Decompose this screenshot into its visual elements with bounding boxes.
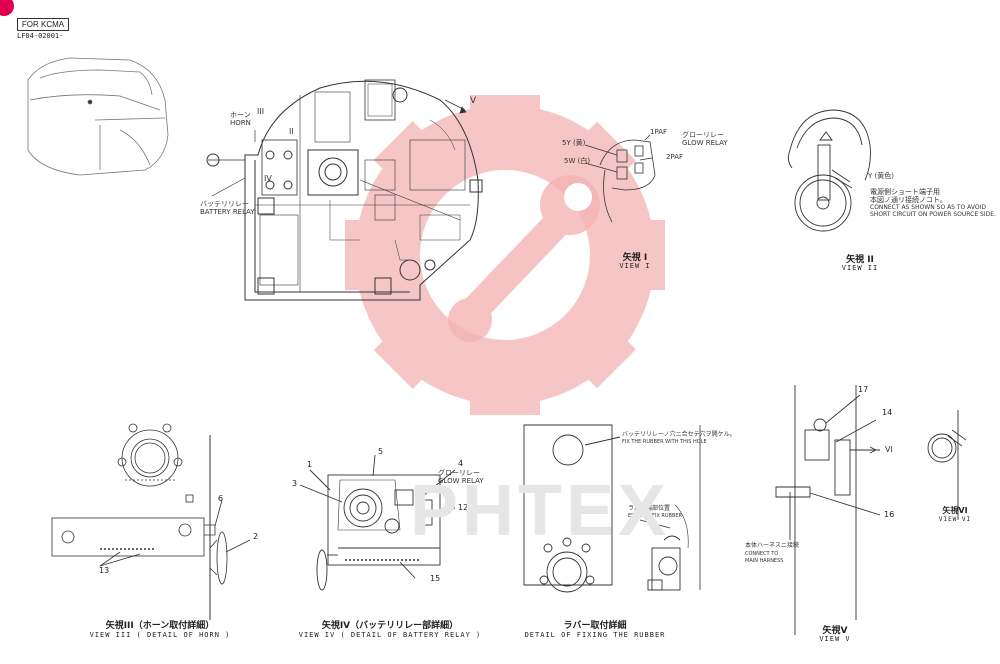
view5-arrow-vi: VI xyxy=(885,445,893,454)
rubber-caption-jp: ラバー取付詳細 xyxy=(563,621,627,631)
view3-caption-en: VIEW III ( DETAIL OF HORN ) xyxy=(89,631,231,639)
rubber-caption-en: DETAIL OF FIXING THE RUBBER xyxy=(524,631,666,639)
view1-caption-jp: 矢視 I xyxy=(622,253,648,263)
horn-label-jp: ホーン xyxy=(230,111,251,119)
view1-glow-relay-jp: グローリレー xyxy=(682,131,724,139)
view5-num-14: 14 xyxy=(882,408,893,417)
header-label: FOR KCMA xyxy=(17,18,69,31)
view3-num-13: 13 xyxy=(99,566,110,575)
view1-glow-relay-en: GLOW RELAY xyxy=(682,139,728,147)
rubber-fixing-detail xyxy=(523,424,701,593)
view5-num-16: 16 xyxy=(884,510,895,519)
watermark-text: PHTEX xyxy=(410,471,671,551)
rubber-note-en: FIX THE RUBBER WITH THIS HOLE xyxy=(622,439,707,445)
view4-num-12: 12 xyxy=(458,503,469,512)
view5-caption-jp: 矢視V xyxy=(822,626,848,636)
view2-note-en1: CONNECT AS SHOWN SO AS TO AVOID xyxy=(870,204,987,211)
view2-caption-jp: 矢視 II xyxy=(846,255,874,265)
view5-harness-en1: CONNECT TO xyxy=(745,551,779,557)
view5-num-17: 17 xyxy=(858,385,869,394)
rubber-edge-jp: ラバー端部位置 xyxy=(628,505,670,512)
view4-num-15: 15 xyxy=(430,574,441,583)
view2-note-jp1: 電源側ショート端子用 xyxy=(870,188,940,196)
view2-note-jp2: 本図ノ通リ接続ノコト。 xyxy=(870,196,947,204)
view3-num-2: 2 xyxy=(253,532,259,541)
battery-relay-label-jp: バッテリリレー xyxy=(200,200,249,208)
view2-caption-en: VIEW II xyxy=(841,264,879,272)
rubber-edge-en: EDGE OF FIX RUBBER xyxy=(628,513,683,519)
view4-num-5: 5 xyxy=(378,447,384,456)
view5-harness-en2: MAIN HARNESS xyxy=(745,558,784,564)
view4-glow-relay-jp: グローリレー xyxy=(438,469,480,477)
main-frame-top-view xyxy=(206,79,483,301)
view5-harness-jp: 本体ハーネスニ接続 xyxy=(745,542,800,549)
view1-caption-en: VIEW I xyxy=(619,262,651,270)
marker-iv: IV xyxy=(264,174,272,183)
header-code: LF04-02001- xyxy=(17,32,64,40)
view1-terminal-2paf: 2PAF xyxy=(666,153,684,161)
view3-horn-detail xyxy=(51,423,251,620)
view4-glow-relay-en: GLOW RELAY xyxy=(438,477,484,485)
view1-terminal-1paf: 1PAF xyxy=(650,128,668,136)
view4-caption-jp: 矢視IV（バッテリリレー部詳細） xyxy=(321,621,459,631)
view5-caption-en: VIEW V xyxy=(819,635,851,643)
view6-caption-jp: 矢視VI xyxy=(942,506,968,515)
view6-detail xyxy=(927,410,967,520)
view4-battery-relay-detail xyxy=(299,454,456,591)
horn-label-en: HORN xyxy=(230,119,251,127)
view3-num-6: 6 xyxy=(218,494,224,503)
view4-caption-en: VIEW IV ( DETAIL OF BATTERY RELAY ) xyxy=(298,631,482,639)
view2-terminal-sketch xyxy=(787,109,871,232)
view3-caption-jp: 矢視III（ホーン取付詳細） xyxy=(105,621,215,631)
view4-num-1: 1 xyxy=(307,460,313,469)
view5-detail xyxy=(775,385,881,635)
marker-v: V xyxy=(470,96,477,106)
corner-badge xyxy=(0,0,14,16)
machine-isometric-sketch xyxy=(27,57,169,176)
view2-wire-y: Y (黄色) xyxy=(868,172,894,180)
battery-relay-label-en: BATTERY RELAY xyxy=(200,208,255,216)
view4-num-3: 3 xyxy=(292,479,298,488)
view1-wire-5y: 5Y (黄) xyxy=(562,139,586,147)
view6-caption-en: VIEW VI xyxy=(938,516,972,523)
marker-ii: II xyxy=(289,127,294,136)
rubber-note-jp: バッテリリレーノ穴ニ合セテ穴ヲ開ケル。 xyxy=(622,431,736,438)
view1-wire-5w: 5W (白) xyxy=(564,157,591,165)
view4-num-4: 4 xyxy=(458,459,464,468)
view1-glow-relay-sketch xyxy=(584,134,656,223)
view2-note-en2: SHORT CIRCUIT ON POWER SOURCE SIDE. xyxy=(870,211,996,218)
marker-iii: III xyxy=(257,107,265,116)
